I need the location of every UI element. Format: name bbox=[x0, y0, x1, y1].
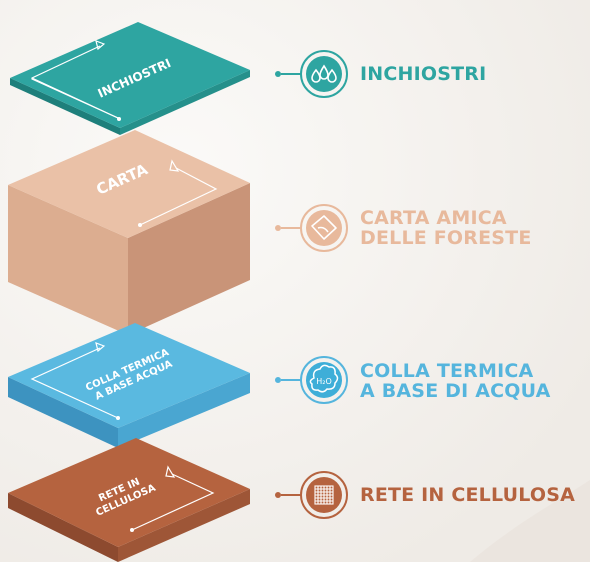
block-rete-left-side bbox=[8, 493, 118, 562]
block-carta-top bbox=[8, 130, 250, 238]
block-carta-arrowhead bbox=[169, 159, 180, 172]
paper-sheet-icon bbox=[311, 215, 337, 240]
label-rete: RETE IN CELLULOSA bbox=[360, 485, 575, 505]
label-colla: COLLA TERMICA A BASE DI ACQUA bbox=[360, 361, 551, 401]
block-rete-arrowhead bbox=[165, 465, 176, 478]
block-carta: CARTA bbox=[8, 130, 250, 335]
block-inchiostri-arrow-line bbox=[31, 45, 119, 119]
badge-rete-ring bbox=[300, 471, 348, 519]
label-colla-line-2: A BASE DI ACQUA bbox=[360, 380, 551, 402]
ink-drops-icon bbox=[311, 64, 337, 83]
block-carta-left-side bbox=[8, 185, 128, 335]
badge-inchiostri-fill bbox=[306, 56, 342, 92]
connector-colla bbox=[275, 377, 302, 383]
block-inchiostri-dot bbox=[117, 117, 121, 121]
label-carta-line-2: DELLE FORESTE bbox=[360, 227, 532, 249]
block-colla-dot bbox=[116, 416, 120, 420]
block-colla-top bbox=[8, 323, 250, 428]
badge-carta bbox=[300, 204, 348, 252]
label-rete-line-1: RETE IN CELLULOSA bbox=[360, 484, 576, 506]
connector-inchiostri bbox=[275, 71, 302, 77]
label-inchiostri-line-1: INCHIOSTRI bbox=[360, 63, 487, 85]
badge-colla: H₂O bbox=[300, 356, 348, 404]
connector-inchiostri-start-dot bbox=[275, 71, 281, 77]
block-colla-arrow-line bbox=[30, 347, 119, 419]
block-colla-left-side bbox=[8, 377, 118, 448]
badge-rete bbox=[300, 471, 348, 519]
block-colla-arrowhead bbox=[95, 342, 106, 353]
block-colla-right-side bbox=[118, 373, 250, 448]
label-colla-line-1: COLLA TERMICA bbox=[360, 360, 534, 382]
badge-inchiostri bbox=[300, 50, 348, 98]
block-inchiostri: INCHIOSTRI bbox=[10, 22, 250, 135]
block-rete-top bbox=[8, 438, 250, 547]
connector-rete bbox=[275, 492, 302, 498]
label-carta: CARTA AMICA DELLE FORESTE bbox=[360, 208, 532, 248]
label-carta-line-1: CARTA AMICA bbox=[360, 207, 507, 229]
badge-carta-ring bbox=[300, 204, 348, 252]
mesh-grid-icon bbox=[314, 485, 334, 505]
connector-colla-start-dot bbox=[275, 377, 281, 383]
block-carta-dot bbox=[138, 223, 142, 227]
block-rete-dot bbox=[130, 528, 134, 532]
badge-colla-ring bbox=[300, 356, 348, 404]
connector-rete-start-dot bbox=[275, 492, 281, 498]
badge-inchiostri-ring bbox=[300, 50, 348, 98]
block-colla: COLLA TERMICA A BASE ACQUA bbox=[8, 323, 250, 448]
h2o-splash-icon: H₂O bbox=[309, 364, 339, 393]
block-inchiostri-left-side bbox=[10, 78, 120, 135]
background-swoosh bbox=[470, 480, 590, 562]
svg-text:H₂O: H₂O bbox=[316, 377, 332, 386]
block-carta-right-side bbox=[128, 183, 250, 335]
block-carta-arrow-line bbox=[139, 167, 218, 226]
block-rete-arrow-line bbox=[131, 473, 215, 531]
connector-carta-start-dot bbox=[275, 225, 281, 231]
block-rete: RETE IN CELLULOSA bbox=[8, 438, 250, 562]
label-inchiostri: INCHIOSTRI bbox=[360, 64, 486, 84]
connector-carta bbox=[275, 225, 302, 231]
block-rete-right-side bbox=[118, 489, 250, 562]
block-inchiostri-arrowhead bbox=[95, 40, 106, 51]
block-inchiostri-top bbox=[10, 22, 250, 128]
block-inchiostri-right-side bbox=[120, 70, 250, 135]
